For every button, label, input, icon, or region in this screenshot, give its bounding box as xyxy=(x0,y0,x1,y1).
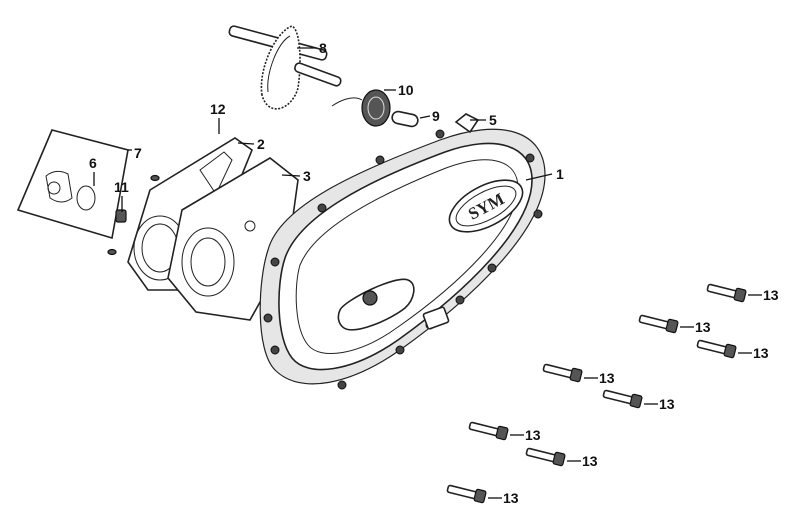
callout-8: 8 xyxy=(319,40,327,56)
transmission-cover-part-1: SYM xyxy=(259,128,546,390)
callout-13: 13 xyxy=(753,345,769,361)
callout-13: 13 xyxy=(763,287,779,303)
bolt-part-5 xyxy=(454,113,480,134)
spring-part-10 xyxy=(331,89,391,127)
callout-6: 6 xyxy=(89,155,97,171)
callout-10: 10 xyxy=(398,82,414,98)
callout-13: 13 xyxy=(599,370,615,386)
small-screws xyxy=(107,174,160,256)
callout-12: 12 xyxy=(210,101,226,117)
callout-2: 2 xyxy=(257,136,265,152)
leader-lines xyxy=(93,47,762,499)
callout-13: 13 xyxy=(695,319,711,335)
kick-gear-part-8 xyxy=(228,25,342,110)
callout-labels: 1 2 3 5 6 7 8 9 10 11 12 13 13 13 13 13 … xyxy=(89,40,779,506)
callout-7: 7 xyxy=(134,145,142,161)
bushing-part-9 xyxy=(391,110,419,128)
bolts-part-13 xyxy=(446,283,747,504)
callout-11: 11 xyxy=(114,179,129,195)
callout-3: 3 xyxy=(303,168,311,184)
filter-cover-part-7 xyxy=(16,129,129,240)
callout-9: 9 xyxy=(432,108,440,124)
callout-13: 13 xyxy=(525,427,541,443)
callout-13: 13 xyxy=(582,453,598,469)
callout-13: 13 xyxy=(503,490,519,506)
callout-13: 13 xyxy=(659,396,675,412)
callout-1: 1 xyxy=(556,166,564,182)
callout-5: 5 xyxy=(489,112,497,128)
